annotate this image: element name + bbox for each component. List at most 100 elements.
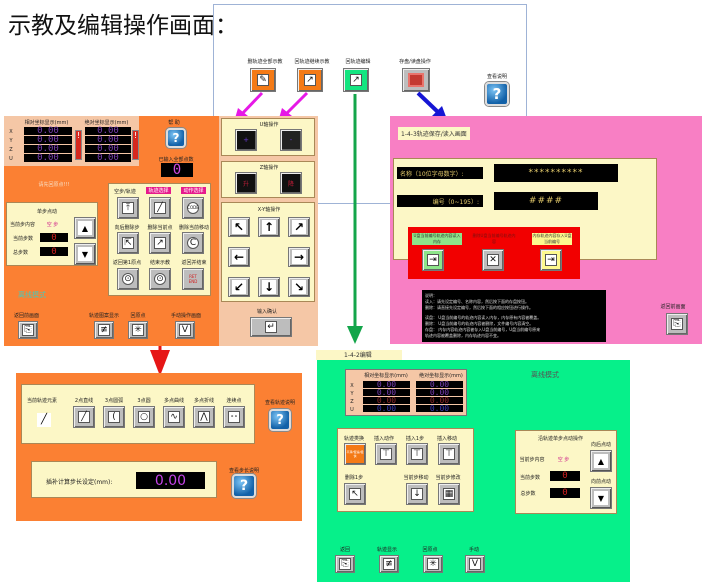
edit-abs-z: 0.00 [416, 396, 463, 405]
element-arc-button[interactable]: ( [103, 406, 125, 428]
step-up-button[interactable]: ▲ [74, 217, 96, 239]
modify-step-button[interactable]: ▦ [438, 483, 460, 505]
manual-button[interactable]: V [175, 321, 195, 339]
disk-icon [408, 73, 424, 87]
curve-icon: ∿ [168, 411, 180, 423]
current-element-label: 当前轨迹元素 [27, 398, 58, 404]
back-button[interactable]: ⎘ [18, 321, 38, 339]
edit-back-button[interactable]: ⎘ [335, 555, 355, 573]
step-down-button[interactable]: ▼ [74, 243, 96, 265]
write-icon: ⇥ [545, 254, 557, 266]
code-button[interactable]: CODE [182, 197, 204, 219]
down-triangle-icon: ▼ [78, 247, 92, 261]
xy-down-right-button[interactable]: ↘ [288, 277, 310, 297]
empty-step-icon: ⤒ [122, 202, 134, 214]
teach-icon: ✎ [257, 74, 269, 86]
z-down-button[interactable]: 降 [280, 172, 302, 194]
xy-up-right-button[interactable]: ↗ [288, 217, 310, 237]
current-content-label: 当前步内容 [10, 222, 36, 228]
note-line: 存盘： 内存内容轨迹内容被存入U盘当前编号，U盘当前编号原来 [425, 327, 541, 332]
xy-down-button[interactable]: ↓ [258, 277, 280, 297]
down-triangle-icon: ▼ [594, 491, 608, 505]
edit-track-button[interactable]: ≢ [379, 555, 399, 573]
step-length-value[interactable]: 0.00 [136, 472, 205, 489]
empty-step-button[interactable]: ⤒ [117, 197, 139, 219]
delete-all-teach-button[interactable]: ✎ [250, 68, 276, 92]
arrow-left-icon: ← [232, 250, 246, 264]
insert-action-button[interactable]: ⊤ [375, 443, 397, 465]
top-help-button[interactable]: ? [485, 82, 509, 106]
element-points-button[interactable]: ∘∘ [223, 406, 245, 428]
insert-action-icon: ⊤ [380, 448, 392, 460]
edit-label-1: 轨迹类换 [343, 436, 364, 442]
forward-button[interactable]: ▲ [590, 450, 612, 472]
return-end-button[interactable]: RET END [182, 268, 204, 290]
u-axis-box: U轴操作 + - [221, 118, 315, 156]
number-label: 编号（0~195）: [397, 195, 483, 207]
move-step-button[interactable]: ↓ [406, 483, 428, 505]
xy-down-left-button[interactable]: ↙ [228, 277, 250, 297]
edit-track-button[interactable]: ↗ [343, 68, 369, 92]
end-teach-button[interactable]: ⊙ [149, 268, 171, 290]
continue-teach-button[interactable]: ↗ [297, 68, 323, 92]
delete-current-point-button[interactable]: ↗ [149, 232, 171, 254]
backward-label: 向前点动 [590, 479, 611, 485]
z-up-button[interactable]: 升 [235, 172, 257, 194]
insert-move-button[interactable]: ⊤ [438, 443, 460, 465]
xy-left-button[interactable]: ← [228, 247, 250, 267]
edit-rel-x: 0.00 [363, 380, 410, 389]
axis-u: U [9, 156, 13, 162]
total-steps-label: 总步数 [13, 250, 29, 256]
track-line-button[interactable]: ╱ [149, 197, 171, 219]
insert-step-button[interactable]: ⊤ [406, 443, 428, 465]
edit-home-button[interactable]: ✳ [423, 555, 443, 573]
element-label-1: 2点直线 [74, 398, 94, 404]
u-plus-icon: + [243, 136, 249, 144]
home-icon: ✳ [427, 558, 439, 570]
back-label: 返回前画面 [14, 313, 40, 319]
delete-current-move-button[interactable]: C [182, 232, 204, 254]
track-swap-button[interactable]: 平滑/慢速/极快 [344, 443, 366, 465]
read-button[interactable]: ⇥ [422, 249, 444, 271]
element-circle-button[interactable]: ○ [133, 406, 155, 428]
home-button[interactable]: ✳ [128, 321, 148, 339]
write-button[interactable]: ⇥ [540, 249, 562, 271]
abs-z-value: 0.00 [85, 144, 131, 154]
element-polyline-button[interactable]: ⋀ [193, 406, 215, 428]
mode-label: 离线模式 [18, 291, 46, 299]
code-icon: CODE [187, 202, 199, 214]
up-triangle-icon: ▲ [594, 454, 608, 468]
element-help-button[interactable]: ? [269, 409, 291, 431]
save-back-button[interactable]: ⎘ [666, 313, 688, 335]
u-minus-button[interactable]: - [280, 129, 302, 151]
rel-clear-button[interactable]: ! [75, 130, 82, 160]
track-display-button[interactable]: ≢ [94, 321, 114, 339]
line-icon: ╱ [154, 202, 166, 214]
backward-button[interactable]: ▼ [590, 487, 612, 509]
arrow-right-icon: → [292, 250, 306, 264]
save-load-button[interactable] [402, 68, 430, 92]
step-help-button[interactable]: ? [232, 474, 256, 498]
element-curve-button[interactable]: ∿ [163, 406, 185, 428]
edit-panel: 离线模式 相对坐标显示(mm) 绝对坐标显示(mm) X Y Z U 0.00 … [317, 360, 630, 582]
xy-up-left-button[interactable]: ↖ [228, 217, 250, 237]
abs-clear-button[interactable]: ! [132, 130, 139, 160]
name-field[interactable]: ********** [494, 164, 618, 182]
delete-button[interactable]: ✕ [482, 249, 504, 271]
step-length-label: 插补计算步长设定(mm): [46, 479, 113, 486]
confirm-button[interactable]: ↵ [250, 317, 292, 337]
u-plus-button[interactable]: + [235, 129, 257, 151]
return-origin1-button[interactable]: ⊙ [117, 268, 139, 290]
help-button[interactable]: ? [166, 128, 186, 148]
track-select-tag[interactable]: 轨迹选择 [146, 187, 171, 194]
element-line-button[interactable]: ╱ [73, 406, 95, 428]
xy-right-button[interactable]: → [288, 247, 310, 267]
delete-back-step-button[interactable]: ⇱ [117, 232, 139, 254]
action-select-tag[interactable]: 动作选择 [181, 187, 206, 194]
number-field[interactable]: #### [494, 192, 598, 210]
delete-step-button[interactable]: ↖ [344, 483, 366, 505]
edit-manual-button[interactable]: V [465, 555, 485, 573]
xy-up-button[interactable]: ↑ [258, 217, 280, 237]
xy-axis-title: X-Y轴操作 [257, 207, 281, 213]
edit-total-label: 总步数 [520, 491, 536, 497]
